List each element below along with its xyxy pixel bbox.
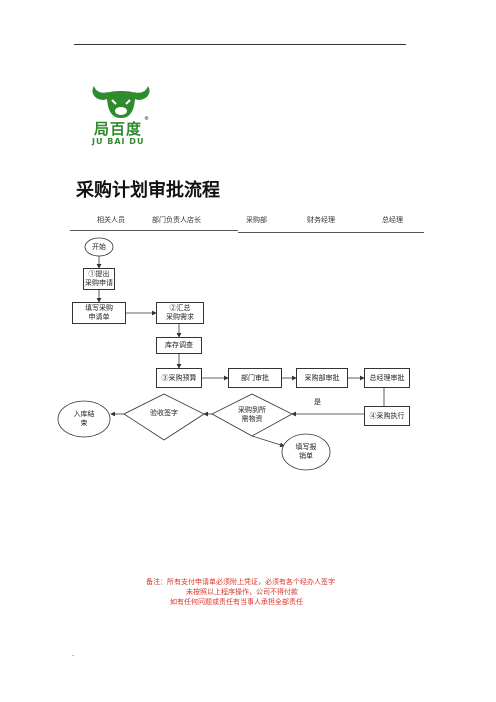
column-header-purchasing: 采购部 [246, 216, 267, 224]
note-line-1: 备注：所有支付申请单必须附上凭证，必须有各个经办人签字 [146, 578, 335, 586]
execute-label: ④采购执行 [369, 411, 405, 420]
summarize-box: ②汇总 采购需求 [156, 302, 204, 324]
fill-form-box: 填写采购 申请单 [72, 302, 126, 324]
store-end-shape [57, 400, 111, 438]
logo-registered-mark: ® [144, 116, 149, 122]
dept-approve-label: 部门审批 [241, 373, 269, 382]
fill-report-label: 填写报 销单 [295, 443, 317, 460]
bull-head-icon [92, 86, 150, 118]
inventory-box: 库存调查 [156, 337, 202, 354]
start-node-shape [84, 237, 114, 257]
logo-brand-en: JU BAI DU [92, 137, 145, 146]
submit-request-label: ①提出 采购申请 [85, 270, 113, 287]
page-title: 采购计划审批流程 [76, 180, 220, 201]
arrival-label: 采购到所 需物资 [238, 406, 266, 423]
summarize-label: ②汇总 采购需求 [166, 304, 194, 321]
column-header-finance: 财务经理 [307, 216, 335, 224]
purchase-approve-label: 采购部审批 [304, 373, 340, 382]
purchase-approve-box: 采购部审批 [296, 368, 348, 388]
arrival-diamond [211, 393, 293, 437]
budget-label: ③采购预算 [161, 373, 197, 382]
acceptance-label: 验收签字 [150, 409, 178, 417]
fill-report-shape [281, 433, 331, 471]
company-logo: 局百度 ® JU BAI DU [88, 80, 154, 150]
column-header-dept-manager: 部门负责人店长 [152, 216, 201, 224]
column-header-gm: 总经理 [382, 216, 403, 224]
budget-box: ③采购预算 [156, 368, 202, 388]
execute-box: ④采购执行 [364, 406, 410, 426]
note-line-3: 如有任何问题或责任有当事人承担全部责任 [170, 598, 303, 606]
column-header-rule [70, 230, 238, 231]
dept-approve-box: 部门审批 [228, 368, 282, 388]
note-line-2: 未按照以上程序操作，公司不得付款 [186, 588, 298, 596]
header-rule [74, 44, 406, 45]
store-end-label: 入库结 束 [73, 410, 95, 427]
acceptance-diamond [123, 393, 205, 441]
footer-mark: - [72, 652, 75, 659]
fill-form-label: 填写采购 申请单 [85, 304, 113, 321]
submit-request-box: ①提出 采购申请 [83, 268, 115, 290]
column-header-staff: 相关人员 [97, 216, 125, 224]
column-header-rule-right [238, 232, 424, 233]
gm-approve-box: 总经理审批 [364, 368, 410, 388]
logo-brand-cn: 局百度 [94, 120, 143, 138]
inventory-label: 库存调查 [165, 341, 193, 349]
yes-label: 是 [314, 398, 321, 406]
gm-approve-label: 总经理审批 [369, 373, 405, 382]
start-node: 开始 [92, 243, 106, 251]
